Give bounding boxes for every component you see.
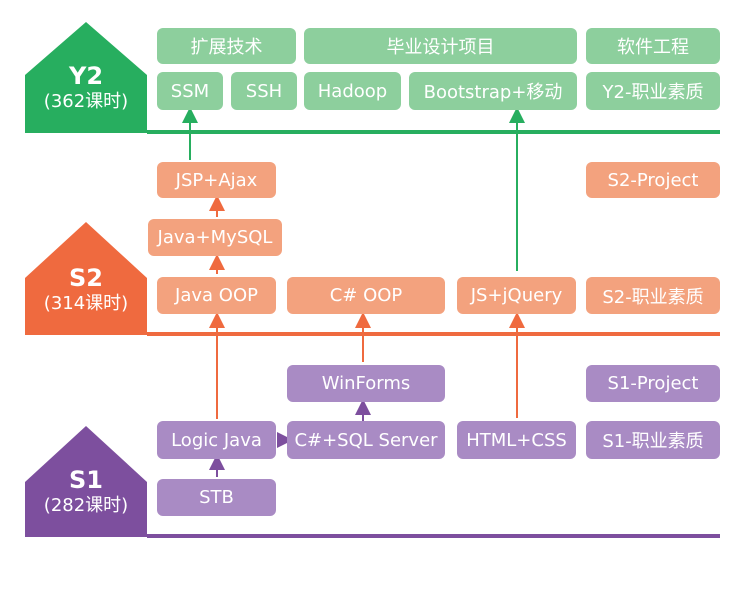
s1-house [25,426,147,537]
s2-level: S2 [69,264,103,292]
y2-bootstrap: Bootstrap+移动 [409,72,577,110]
s2-divider [147,332,720,336]
s2-hours: (314课时) [43,293,129,314]
s2-label: S2 (314课时) [25,264,147,316]
s2-quality: S2-职业素质 [586,277,720,314]
s1-hours: (282课时) [43,495,129,516]
s1-level: S1 [69,466,103,494]
y2-quality: Y2-职业素质 [586,72,720,110]
s1-project: S1-Project [586,365,720,402]
y2-divider [147,130,720,134]
y2-hours: (362课时) [43,91,129,112]
s1-label: S1 (282课时) [25,466,147,518]
s1-stb: STB [157,479,276,516]
s1-quality: S1-职业素质 [586,421,720,459]
s2-java-oop: Java OOP [157,277,276,314]
y2-level: Y2 [68,62,104,90]
s2-jsp-ajax: JSP+Ajax [157,162,276,198]
y2-header-engineering: 软件工程 [586,28,720,64]
y2-label: Y2 (362课时) [25,62,147,114]
s2-java-mysql: Java+MySQL [148,219,282,256]
y2-house [25,22,147,133]
s1-html-css: HTML+CSS [457,421,576,459]
y2-ssm: SSM [157,72,223,110]
y2-hadoop: Hadoop [304,72,401,110]
s1-csharp-sql: C#+SQL Server [287,421,445,459]
s1-divider [147,534,720,538]
s1-winforms: WinForms [287,365,445,402]
s2-js-jquery: JS+jQuery [457,277,576,314]
y2-header-project: 毕业设计项目 [304,28,577,64]
s2-project: S2-Project [586,162,720,198]
s1-logic-java: Logic Java [157,421,276,459]
s2-csharp-oop: C# OOP [287,277,445,314]
y2-header-expand: 扩展技术 [157,28,296,64]
s2-house [25,222,147,335]
y2-ssh: SSH [231,72,297,110]
